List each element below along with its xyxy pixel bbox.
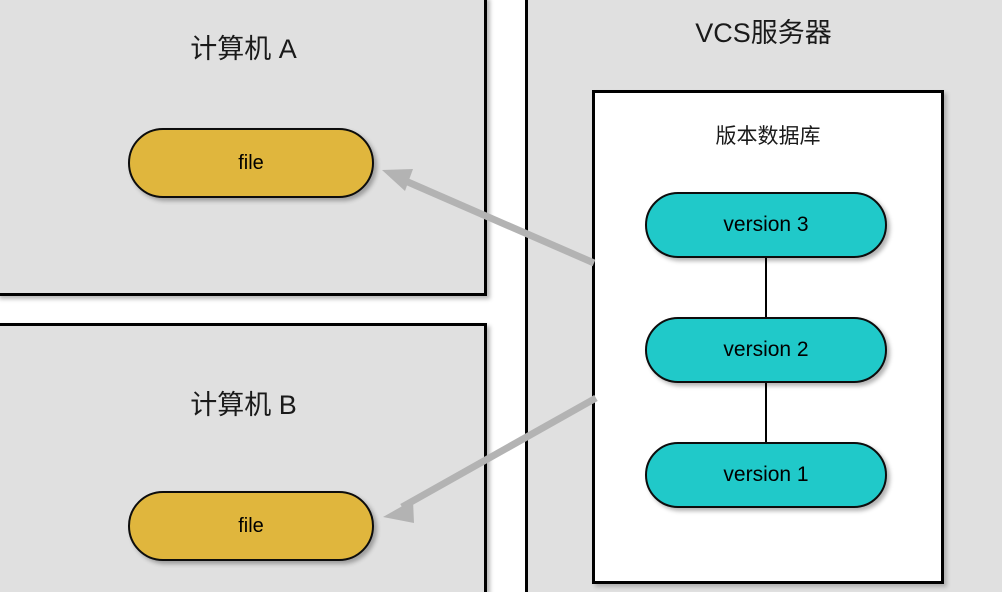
- connector-version3-version2: [765, 258, 767, 317]
- panel-title-computer-b: 计算机 B: [190, 390, 297, 420]
- panel-title-vcs-server: VCS服务器: [695, 18, 832, 48]
- version-database-title: 版本数据库: [715, 125, 821, 148]
- file-node-computer-b[interactable]: file: [128, 491, 374, 561]
- version-node-3[interactable]: version 3: [645, 192, 887, 258]
- file-node-computer-a[interactable]: file: [128, 128, 374, 198]
- panel-title-computer-a: 计算机 A: [190, 34, 297, 64]
- version-node-2[interactable]: version 2: [645, 317, 887, 383]
- version-node-1[interactable]: version 1: [645, 442, 887, 508]
- connector-version2-version1: [765, 383, 767, 442]
